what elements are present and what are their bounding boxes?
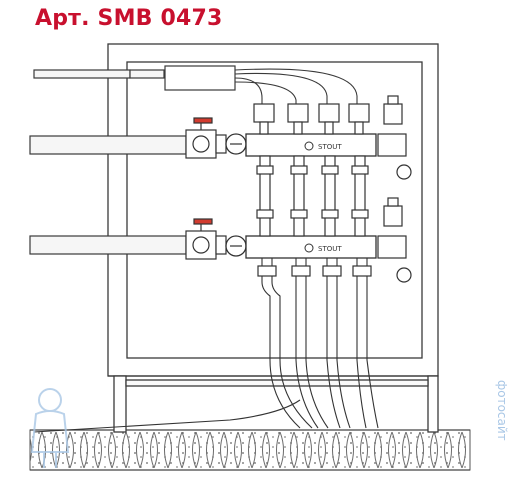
supply-manifold [245, 133, 377, 259]
floor-insulation [29, 429, 471, 471]
actuator-icon [253, 103, 370, 135]
brand-label-bottom: STOUT [318, 245, 342, 253]
brand-label-top: STOUT [318, 143, 342, 151]
watermark-figure-icon [30, 388, 70, 468]
control-cables [234, 68, 358, 108]
floor-feed-pipe [33, 399, 301, 433]
ball-valve-icon [185, 218, 227, 260]
drain-valve-icon [396, 164, 412, 283]
flow-meter-icon [256, 155, 369, 237]
air-vent-icon [377, 95, 407, 259]
article-title: Арт. SMB 0473 [35, 6, 223, 31]
watermark-text: фотосайт [495, 380, 509, 441]
svg-text:фотосайт: фотосайт [495, 380, 509, 441]
control-box [164, 65, 236, 91]
main-pipes [29, 69, 187, 255]
outlet-pipes [261, 258, 379, 429]
